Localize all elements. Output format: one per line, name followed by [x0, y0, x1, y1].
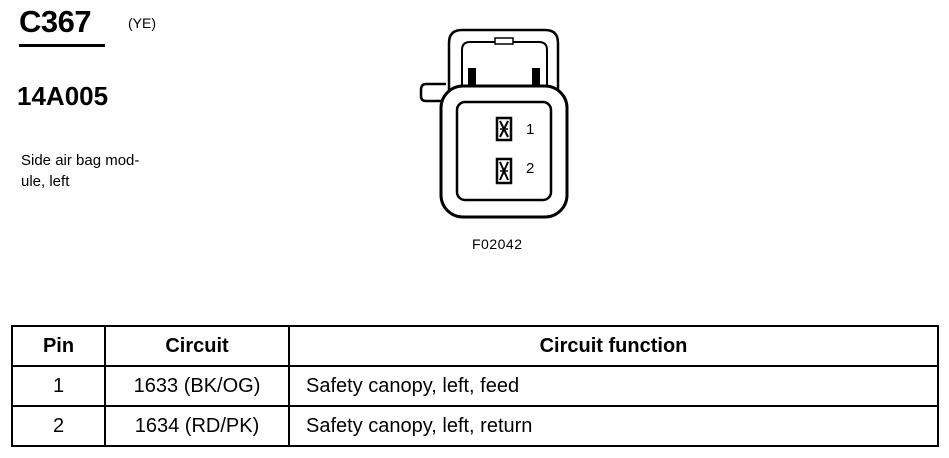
table-row: 2 1634 (RD/PK) Safety canopy, left, retu… [11, 405, 939, 447]
connector-color: (YE) [128, 15, 156, 31]
pin-2-label: 2 [526, 160, 534, 177]
connector-id: C367 [19, 4, 92, 39]
latch-post-right [532, 68, 540, 92]
pin-2-terminal [495, 157, 513, 185]
circuit-function-cell: Safety canopy, left, feed [288, 365, 939, 407]
pin-1-terminal [495, 116, 513, 142]
table-row: 1 1633 (BK/OG) Safety canopy, left, feed [11, 365, 939, 407]
circuit-function-cell: Safety canopy, left, return [288, 405, 939, 447]
pin-1-label: 1 [526, 121, 534, 138]
connector-diagram: 1 2 [419, 28, 569, 219]
latch-tab [494, 37, 514, 45]
connector-face [455, 100, 553, 202]
pinout-table: Pin Circuit Circuit function 1 1633 (BK/… [11, 325, 939, 447]
description-line-2: ule, left [21, 173, 70, 190]
part-number: 14A005 [17, 81, 109, 111]
connector-id-underline [19, 44, 105, 47]
pin-cell: 1 [11, 365, 106, 407]
connector-key-tab [419, 82, 446, 103]
description-line-1: Side air bag mod- [21, 152, 140, 169]
column-header-pin: Pin [11, 325, 106, 367]
circuit-cell: 1634 (RD/PK) [104, 405, 290, 447]
figure-code: F02042 [472, 236, 523, 252]
pin-cell: 2 [11, 405, 106, 447]
table-header-row: Pin Circuit Circuit function [11, 325, 939, 367]
latch-post-left [468, 68, 476, 92]
component-description: Side air bag mod- ule, left [21, 150, 181, 192]
column-header-circuit-function: Circuit function [288, 325, 939, 367]
column-header-circuit: Circuit [104, 325, 290, 367]
circuit-cell: 1633 (BK/OG) [104, 365, 290, 407]
